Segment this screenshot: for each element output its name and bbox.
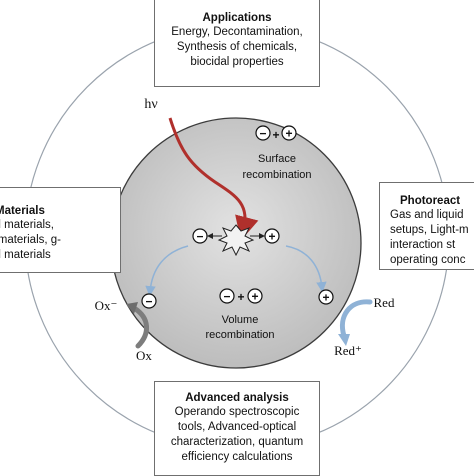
volume-electron-sign: − bbox=[223, 290, 230, 304]
advanced-analysis-title: Advanced analysis bbox=[185, 392, 289, 404]
materials-line: ased materials, bbox=[0, 219, 54, 231]
applications-line: Energy, Decontamination, bbox=[171, 26, 303, 38]
materials-line: ased materials bbox=[0, 249, 51, 261]
photoreactors-box: Photoreact Gas and liquid setups, Light-… bbox=[379, 182, 474, 270]
reduction-site-sign: − bbox=[145, 295, 152, 309]
surface-recombination-plus-sign: + bbox=[272, 128, 279, 142]
materials-line: sed materials, g- bbox=[0, 234, 62, 246]
applications-line: biocidal properties bbox=[190, 56, 284, 68]
surface-electron-reduction-site: − bbox=[141, 293, 157, 309]
advanced-analysis-box: Advanced analysis Operando spectroscopic… bbox=[154, 381, 320, 476]
surface-electron: − bbox=[255, 125, 271, 141]
photoreactors-line: operating conc bbox=[390, 254, 466, 266]
surface-hole: + bbox=[281, 125, 297, 141]
oxidant-reduced-label: Ox⁻ bbox=[95, 298, 118, 313]
reductant-label: Red bbox=[374, 295, 395, 310]
reductant-arrow-head bbox=[338, 334, 350, 346]
advanced-analysis-line: Operando spectroscopic bbox=[174, 406, 300, 418]
surface-hole-oxidation-site: + bbox=[318, 289, 334, 305]
hole-to-surface-arrow bbox=[285, 245, 327, 293]
oxidant-reduction-arc bbox=[131, 305, 149, 349]
excited-electron-sign: − bbox=[196, 230, 203, 244]
oxidant-label: Ox bbox=[136, 348, 152, 363]
oxidation-site-sign: + bbox=[322, 291, 329, 305]
photoreactors-line: Gas and liquid bbox=[390, 209, 464, 221]
volume-hole-sign: + bbox=[251, 290, 258, 304]
volume-recombination-plus-sign: + bbox=[237, 290, 244, 304]
surface-electron-sign: − bbox=[259, 127, 266, 141]
reductant-oxidized-label: Red⁺ bbox=[334, 343, 362, 358]
reductant-oxidation-arc bbox=[340, 299, 373, 339]
oxidant-arrow-head bbox=[126, 302, 138, 314]
applications-title: Applications bbox=[202, 12, 272, 24]
excitation-burst-icon bbox=[217, 224, 255, 257]
excited-hole: + bbox=[264, 228, 280, 244]
volume-recombination-label-1: Volume bbox=[222, 314, 259, 326]
volume-hole: + bbox=[247, 288, 263, 304]
surface-hole-sign: + bbox=[285, 127, 292, 141]
excited-hole-sign: + bbox=[268, 230, 275, 244]
photoreactors-title: Photoreact bbox=[400, 195, 461, 207]
materials-box: Materials ased materials, sed materials,… bbox=[0, 187, 121, 273]
photoreactors-line: interaction st bbox=[390, 239, 456, 251]
applications-line: Synthesis of chemicals, bbox=[176, 41, 298, 53]
advanced-analysis-line: characterization, quantum bbox=[170, 436, 304, 448]
electron-to-surface-arrow bbox=[145, 245, 189, 297]
excited-electron: − bbox=[192, 228, 208, 244]
advanced-analysis-line: tools, Advanced-optical bbox=[177, 421, 297, 433]
volume-recombination-label-2: recombination bbox=[205, 329, 274, 341]
light-label: hν bbox=[144, 97, 157, 112]
applications-box: Applications Energy, Decontamination, Sy… bbox=[154, 0, 320, 87]
photoreactors-line: setups, Light-m bbox=[390, 224, 469, 236]
materials-title: Materials bbox=[0, 205, 45, 217]
surface-recombination-label-2: recombination bbox=[242, 169, 311, 181]
surface-recombination-label-1: Surface bbox=[258, 153, 296, 165]
volume-electron: − bbox=[219, 288, 235, 304]
light-arrow bbox=[168, 117, 259, 241]
advanced-analysis-line: efficiency calculations bbox=[181, 451, 293, 463]
